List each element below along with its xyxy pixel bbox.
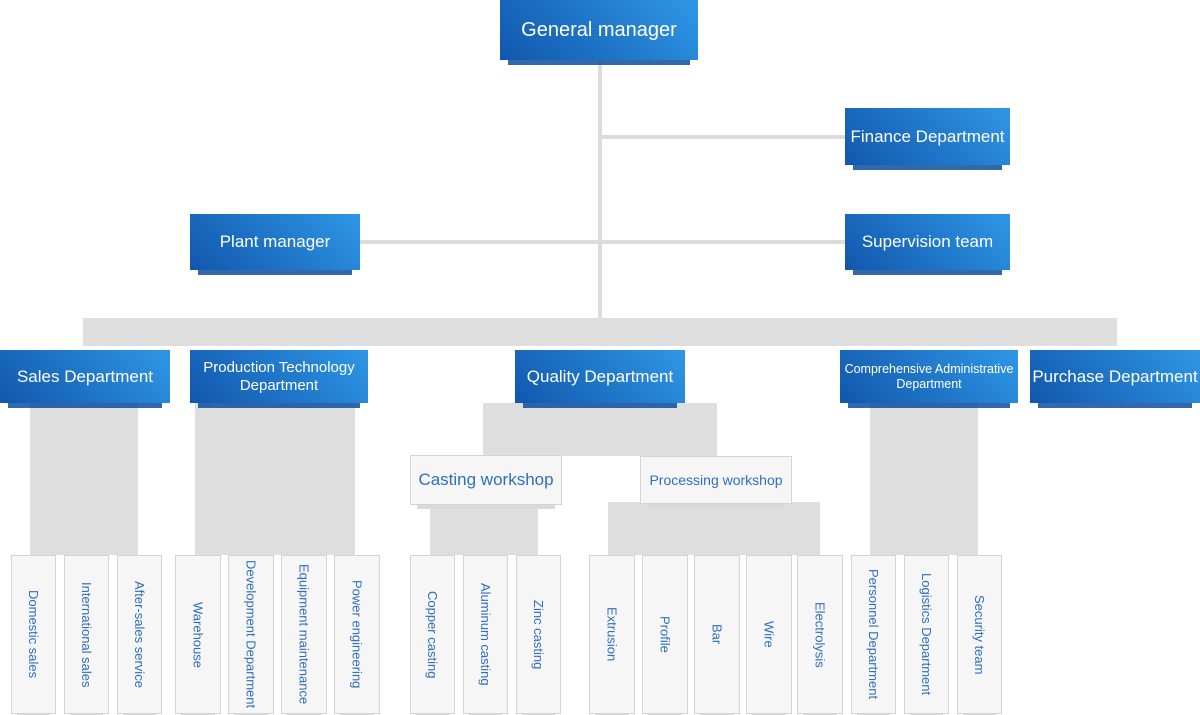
node-wire: Wire — [746, 555, 792, 715]
node-bar: Bar — [694, 555, 740, 715]
node-finance-department: Finance Department — [845, 108, 1010, 170]
node-aluminum-casting: Aluminum casting — [463, 555, 508, 715]
connector-casting-fan — [430, 502, 538, 555]
node-extrusion: Extrusion — [589, 555, 635, 715]
node-equipment-maintenance: Equipment maintenance — [281, 555, 327, 715]
node-general-manager: General manager — [500, 0, 698, 65]
node-copper-casting: Copper casting — [410, 555, 455, 715]
node-electrolysis: Electrolysis — [797, 555, 843, 715]
connector-processing-fan — [608, 502, 820, 555]
node-international-sales: International sales — [64, 555, 109, 715]
node-profile: Profile — [642, 555, 688, 715]
node-after-sales-service: After-sales service — [117, 555, 162, 715]
node-domestic-sales: Domestic sales — [11, 555, 56, 715]
connector-gm-vertical — [598, 58, 602, 320]
node-processing-workshop: Processing workshop — [640, 456, 792, 508]
node-comprehensive-administrative-department: Comprehensive Administrative Department — [840, 350, 1018, 408]
node-logistics-department: Logistics Department — [904, 555, 949, 715]
node-zinc-casting: Zinc casting — [516, 555, 561, 715]
connector-sales-fan — [30, 403, 138, 555]
node-purchase-department: Purchase Department — [1030, 350, 1200, 408]
node-security-team: Security team — [957, 555, 1002, 715]
node-power-engineering: Power engineering — [334, 555, 380, 715]
node-development-department: Development Department — [228, 555, 274, 715]
node-sales-department: Sales Department — [0, 350, 170, 408]
connector-production-fan — [195, 403, 355, 555]
node-warehouse: Warehouse — [175, 555, 221, 715]
connector-finance-horizontal — [600, 135, 845, 139]
connector-main-bar — [83, 318, 1117, 346]
connector-quality-fan — [483, 403, 717, 456]
node-supervision-team: Supervision team — [845, 214, 1010, 275]
node-production-technology-department: Production Technology Department — [190, 350, 368, 408]
connector-plant-supervision-horizontal — [360, 240, 845, 244]
node-casting-workshop: Casting workshop — [410, 455, 562, 509]
node-quality-department: Quality Department — [515, 350, 685, 408]
node-personnel-department: Personnel Department — [851, 555, 896, 715]
connector-admin-fan — [870, 403, 978, 555]
node-plant-manager: Plant manager — [190, 214, 360, 275]
